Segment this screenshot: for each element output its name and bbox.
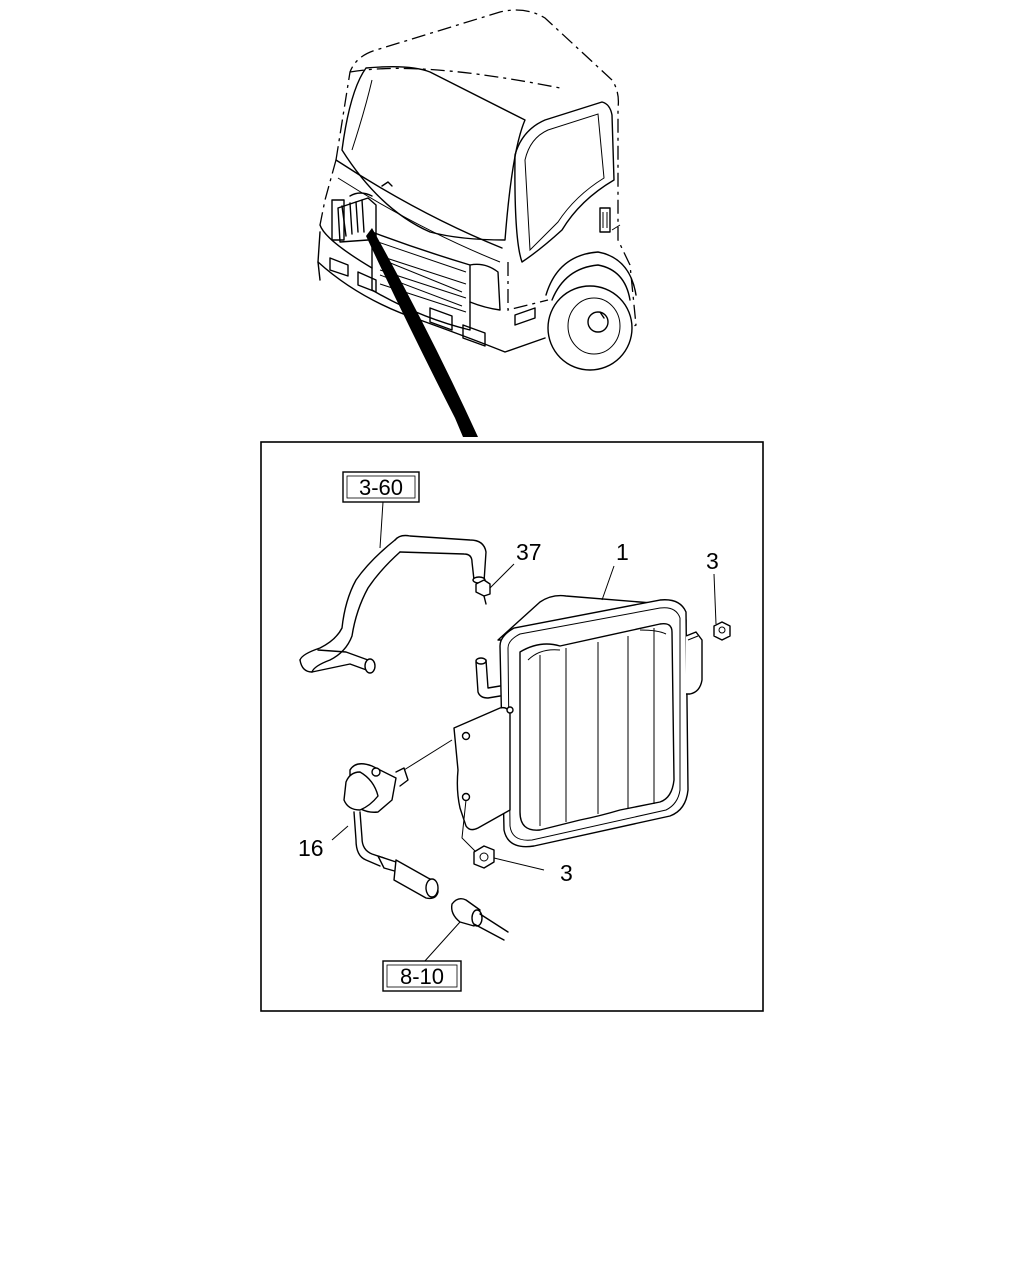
bracket <box>453 706 514 853</box>
mating-connector <box>423 897 509 963</box>
clip-37 <box>475 563 515 605</box>
callout-3-lower: 3 <box>560 860 573 886</box>
ref-box-8-10 <box>382 960 462 992</box>
truck-cab-overview <box>317 9 637 437</box>
ref-box-3-60 <box>342 471 420 503</box>
hose-assembly <box>299 501 487 674</box>
sensor-rod <box>475 657 501 699</box>
callout-1: 1 <box>616 539 629 565</box>
lamp-assembly-1 <box>497 565 703 848</box>
callout-3-upper: 3 <box>706 548 719 574</box>
socket-16 <box>331 739 453 900</box>
ref-label-8-10: 8-10 <box>400 964 444 989</box>
labels: 3-60 8-10 37 1 3 3 16 <box>298 471 719 992</box>
ref-label-3-60: 3-60 <box>359 475 403 500</box>
callout-16: 16 <box>298 835 324 861</box>
detail-frame <box>260 441 764 1012</box>
callout-37: 37 <box>516 539 542 565</box>
nut-3-lower <box>473 845 545 871</box>
nut-3-upper <box>713 573 731 641</box>
